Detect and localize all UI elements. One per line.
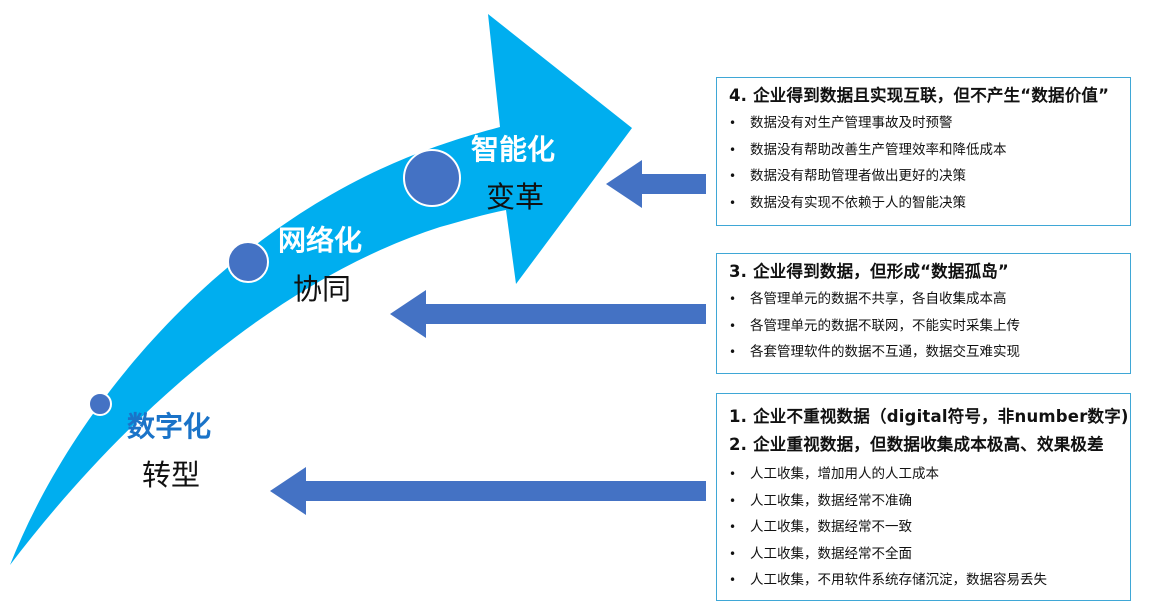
stage-title-network: 网络化 [278,224,363,257]
list-item: 各管理单元的数据不共享，各自收集成本高 [729,286,1120,313]
list-item: 人工收集，增加用人的人工成本 [729,461,1120,488]
box-heading: 3. 企业得到数据，但形成“数据孤岛” [729,262,1009,281]
stage-title-digital: 数字化 [127,410,212,443]
curve-arrow-shape [10,14,632,565]
stage-subtitle-digital: 转型 [142,458,201,492]
list-item: 人工收集，数据经常不准确 [729,488,1120,515]
list-item: 各管理单元的数据不联网，不能实时采集上传 [729,313,1120,340]
arrow-to-intelligent [606,160,706,208]
box-stage-3: 3. 企业得到数据，但形成“数据孤岛” 各管理单元的数据不共享，各自收集成本高 … [716,253,1131,374]
box-stage-1-2: 1. 企业不重视数据（digital符号，非number数字) 2. 企业重视数… [716,393,1131,601]
list-item: 数据没有实现不依赖于人的智能决策 [729,190,1120,217]
box-heading: 4. 企业得到数据且实现互联，但不产生“数据价值” [729,86,1110,105]
box-list: 各管理单元的数据不共享，各自收集成本高 各管理单元的数据不联网，不能实时采集上传… [729,286,1120,366]
arrow-to-digital [270,467,706,515]
stage-dot-intelligent [403,149,461,207]
box-heading: 2. 企业重视数据，但数据收集成本极高、效果极差 [729,435,1104,454]
list-item: 人工收集，不用软件系统存储沉淀，数据容易丢失 [729,567,1120,594]
list-item: 数据没有对生产管理事故及时预警 [729,110,1120,137]
stage-dots [88,149,461,416]
list-item: 人工收集，数据经常不全面 [729,541,1120,568]
stage-subtitle-network: 协同 [293,272,352,306]
list-item: 人工收集，数据经常不一致 [729,514,1120,541]
box-heading: 1. 企业不重视数据（digital符号，非number数字) [729,407,1129,426]
box-list: 人工收集，增加用人的人工成本 人工收集，数据经常不准确 人工收集，数据经常不一致… [729,461,1120,594]
stage-subtitle-intelligent: 变革 [486,180,545,214]
stage-title-intelligent: 智能化 [471,133,556,166]
stage-dot-digital [88,392,112,416]
arrow-to-network [390,290,706,338]
box-stage-4: 4. 企业得到数据且实现互联，但不产生“数据价值” 数据没有对生产管理事故及时预… [716,77,1131,226]
stage-dot-network [227,241,269,283]
list-item: 数据没有帮助改善生产管理效率和降低成本 [729,137,1120,164]
box-list: 数据没有对生产管理事故及时预警 数据没有帮助改善生产管理效率和降低成本 数据没有… [729,110,1120,216]
list-item: 各套管理软件的数据不互通，数据交互难实现 [729,339,1120,366]
list-item: 数据没有帮助管理者做出更好的决策 [729,163,1120,190]
left-arrows [270,160,706,515]
